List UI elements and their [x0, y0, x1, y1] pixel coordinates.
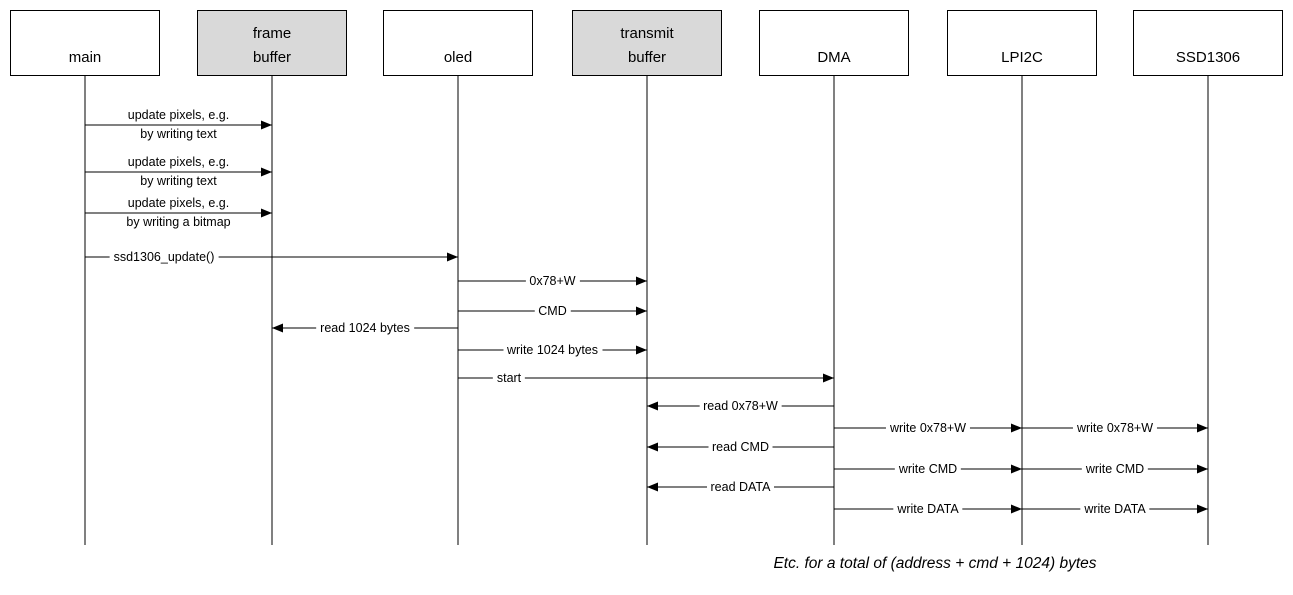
message-label-2: update pixels, e.g.by writing a bitmap: [126, 196, 231, 229]
footnote: Etc. for a total of (address + cmd + 102…: [773, 555, 1097, 572]
message-label-8: start: [492, 370, 526, 386]
message-label-9: read 0x78+W: [699, 398, 782, 414]
actor-box-ssd1306: SSD1306: [1133, 10, 1283, 76]
message-label-1: update pixels, e.g.by writing text: [127, 155, 230, 188]
message-label-13: write CMD: [894, 461, 962, 477]
message-label-17: write DATA: [1080, 501, 1150, 517]
message-label-0: update pixels, e.g.by writing text: [127, 108, 230, 141]
message-label-10: write 0x78+W: [885, 420, 971, 436]
actor-label-ssd1306: SSD1306: [1175, 49, 1241, 66]
actor-box-oled: oled: [383, 10, 533, 76]
message-label-3: ssd1306_update(): [109, 249, 219, 265]
message-label-16: write DATA: [893, 501, 963, 517]
actor-label-dma: DMA: [817, 49, 851, 66]
actor-label-lpi2c: LPI2C: [1001, 49, 1043, 66]
message-label-5: CMD: [534, 303, 571, 319]
message-label-12: read CMD: [708, 439, 773, 455]
actor-box-dma: DMA: [759, 10, 909, 76]
actor-label-oled: oled: [443, 49, 473, 66]
message-label-6: read 1024 bytes: [316, 320, 414, 336]
message-label-14: write CMD: [1081, 461, 1149, 477]
message-label-15: read DATA: [706, 479, 775, 495]
actor-label-main: main: [68, 49, 102, 66]
actor-box-lpi2c: LPI2C: [947, 10, 1097, 76]
actor-box-main: main: [10, 10, 160, 76]
message-label-11: write 0x78+W: [1072, 420, 1158, 436]
message-label-4: 0x78+W: [525, 273, 580, 289]
message-label-7: write 1024 bytes: [502, 342, 603, 358]
